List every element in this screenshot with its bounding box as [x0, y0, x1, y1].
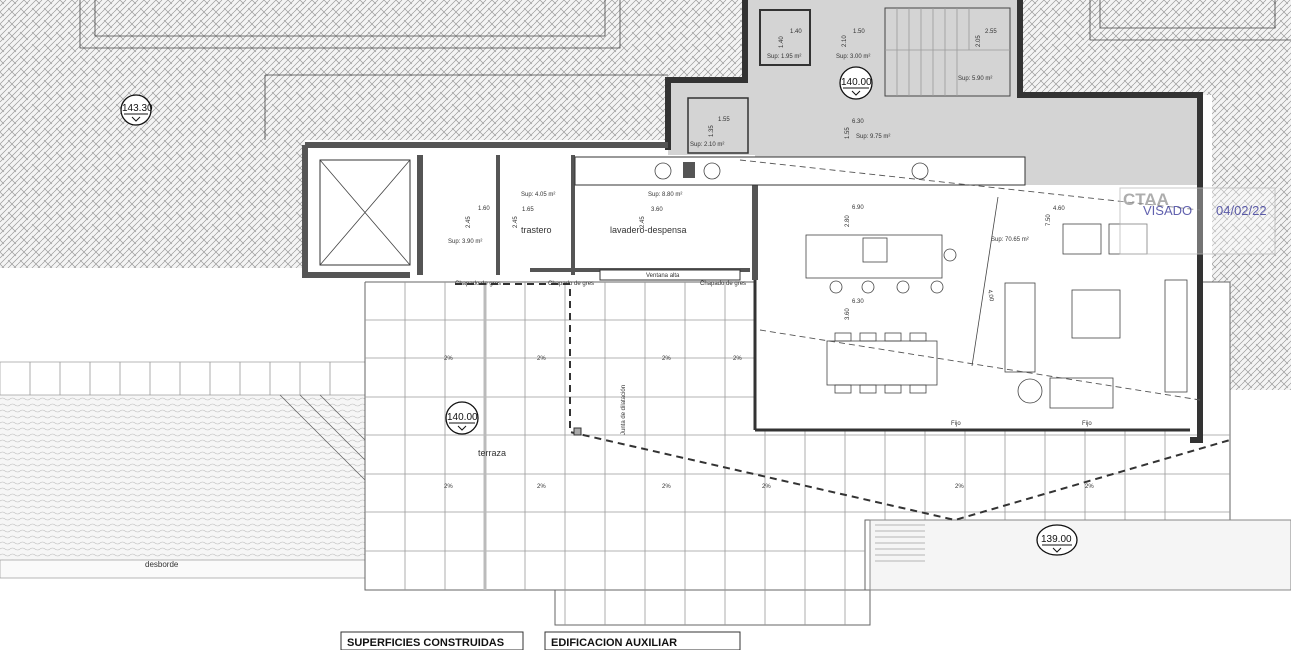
- dim-vertical: 2.10: [842, 35, 848, 47]
- chapado-label: Chapado de gres: [548, 281, 594, 287]
- furniture: [805, 223, 1188, 409]
- svg-text:2%: 2%: [955, 484, 964, 490]
- dim: 1.65: [522, 207, 534, 213]
- dim-vertical: 2.80: [845, 215, 851, 227]
- elevation-marker: 143.30: [120, 94, 153, 126]
- chapado-label: Chapado de gres: [455, 281, 501, 287]
- svg-text:2%: 2%: [733, 356, 742, 362]
- svg-text:SUPERFICIES CONSTRUIDAS: SUPERFICIES CONSTRUIDAS: [347, 637, 504, 649]
- elevation-marker: 140.00: [445, 401, 479, 435]
- superficies-table: SUPERFICIES CONSTRUIDAS: [340, 631, 524, 650]
- svg-text:2%: 2%: [537, 484, 546, 490]
- elevation-marker: 139.00: [1036, 524, 1078, 556]
- svg-text:VISADO: VISADO: [1143, 203, 1192, 218]
- fijo-label: Fijo: [951, 421, 961, 427]
- svg-text:2%: 2%: [762, 484, 771, 490]
- dim-vertical: 2.05: [976, 35, 982, 47]
- desborde-label: desborde: [145, 560, 179, 569]
- dim: 1.50: [853, 29, 865, 35]
- dim-vertical: 2.45: [466, 216, 472, 228]
- lavadero-area: Sup: 8.80 m²: [648, 192, 682, 198]
- dim: 4.00: [986, 289, 994, 302]
- dim-vertical: 2.45: [640, 216, 646, 228]
- distribuidor-area: Sup: 3.00 m²: [836, 54, 870, 60]
- pasillo-area: Sup: 9.75 m²: [856, 134, 890, 140]
- dim: 6.90: [852, 205, 864, 211]
- trastero-area: Sup: 4.05 m²: [521, 192, 555, 198]
- svg-text:2%: 2%: [537, 356, 546, 362]
- svg-text:140.00: 140.00: [447, 412, 478, 423]
- dim-vertical: 1.40: [779, 36, 785, 48]
- trastero-name: trastero: [521, 225, 552, 235]
- svg-text:139.00: 139.00: [1041, 534, 1072, 545]
- dim-vertical: 1.35: [709, 125, 715, 137]
- svg-text:2%: 2%: [662, 356, 671, 362]
- svg-text:2%: 2%: [662, 484, 671, 490]
- dim: 6.30: [852, 299, 864, 305]
- slope-markers: 2% 2% 2% 2% 2% 2% 2% 2% 2% 2%: [444, 356, 1094, 490]
- visado-stamp: CTAA VISADO 04/02/22: [1119, 187, 1276, 255]
- aseo-area: Sup: 1.95 m²: [767, 54, 801, 60]
- building: Ventana alta Chapado de gres Chapado de …: [302, 0, 1203, 443]
- elevation-marker: 140.00: [839, 66, 873, 100]
- ventana-alta-label: Ventana alta: [646, 273, 680, 279]
- dim-vertical: 1.55: [845, 127, 851, 139]
- svg-text:CTAA: CTAA: [1123, 190, 1169, 209]
- svg-text:2%: 2%: [444, 484, 453, 490]
- pool-overflow: desborde: [0, 361, 366, 579]
- dim: 2.55: [985, 29, 997, 35]
- svg-text:2%: 2%: [444, 356, 453, 362]
- edificacion-auxiliar-table: EDIFICACION AUXILIAR: [544, 631, 741, 650]
- vestibulo-area: Sup: 2.10 m²: [690, 142, 724, 148]
- escalera-area: Sup: 5.90 m²: [958, 76, 992, 82]
- junta-label: Junta de dilatación: [621, 385, 627, 435]
- bano-area: Sup: 3.90 m²: [448, 239, 482, 245]
- dim-vertical: 3.60: [845, 308, 851, 320]
- dim: 1.55: [718, 117, 730, 123]
- svg-text:140.00: 140.00: [841, 77, 872, 88]
- dim: 1.40: [790, 29, 802, 35]
- svg-text:143.30: 143.30: [122, 103, 153, 114]
- fijo-label: Fijo: [1082, 421, 1092, 427]
- svg-text:2%: 2%: [1085, 484, 1094, 490]
- dim: 1.60: [478, 206, 490, 212]
- chapado-label: Chapado de gres: [700, 281, 746, 287]
- lavadero-name: lavadero-despensa: [610, 225, 687, 235]
- dim: 3.60: [651, 207, 663, 213]
- dim-vertical: 7.50: [1046, 214, 1052, 226]
- dim-vertical: 2.45: [513, 216, 519, 228]
- salon-area: Sup: 70.65 m²: [991, 237, 1029, 243]
- dim: 4.60: [1053, 206, 1065, 212]
- svg-text:EDIFICACION AUXILIAR: EDIFICACION AUXILIAR: [551, 637, 677, 649]
- dim: 6.30: [852, 119, 864, 125]
- terraza-label: terraza: [478, 448, 506, 458]
- svg-text:04/02/22: 04/02/22: [1216, 203, 1267, 218]
